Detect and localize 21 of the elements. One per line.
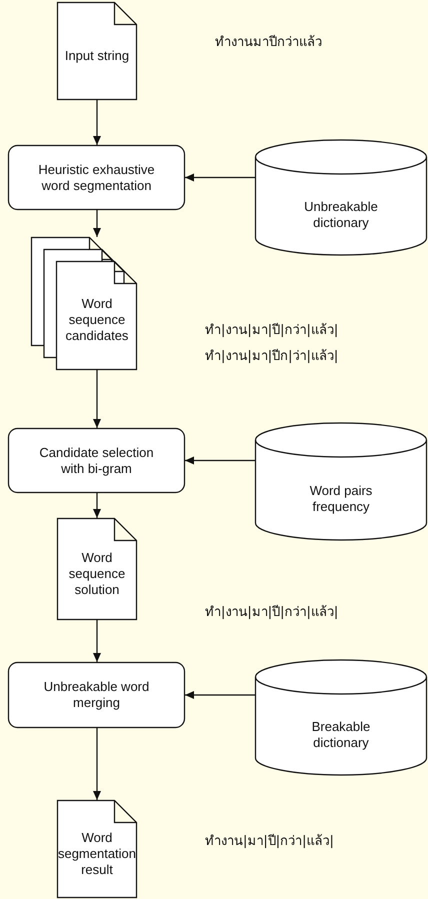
process-box: Candidate selection with bi-gram xyxy=(8,428,185,493)
arrow xyxy=(93,493,101,518)
example-text: ทำงานมาปีกว่าแล้ว xyxy=(215,34,322,52)
arrow xyxy=(93,728,101,800)
example-text: ทำ|งาน|มา|ปี|กว่า|แล้ว| xyxy=(205,604,338,622)
arrow xyxy=(185,456,255,464)
process-box: Heuristic exhaustive word segmentation xyxy=(8,145,185,210)
document-stack: Word sequence candidates xyxy=(31,237,137,370)
arrow xyxy=(93,620,101,662)
arrow xyxy=(185,174,255,182)
arrow xyxy=(93,210,101,237)
arrow xyxy=(185,691,255,699)
arrow xyxy=(93,100,101,145)
database-cylinder: Word pairs frequency xyxy=(255,423,427,540)
database-cylinder: Breakable dictionary xyxy=(255,660,427,775)
example-text: ทำงาน|มา|ปี|กว่า|แล้ว| xyxy=(205,832,334,851)
arrow xyxy=(93,370,101,428)
example-text: ทำ|งาน|มา|ปีก|ว่า|แล้ว| xyxy=(205,348,338,366)
database-cylinder: Unbreakable dictionary xyxy=(255,140,427,255)
process-box: Unbreakable word merging xyxy=(8,662,185,728)
example-text: ทำ|งาน|มา|ปี|กว่า|แล้ว| xyxy=(205,322,338,340)
